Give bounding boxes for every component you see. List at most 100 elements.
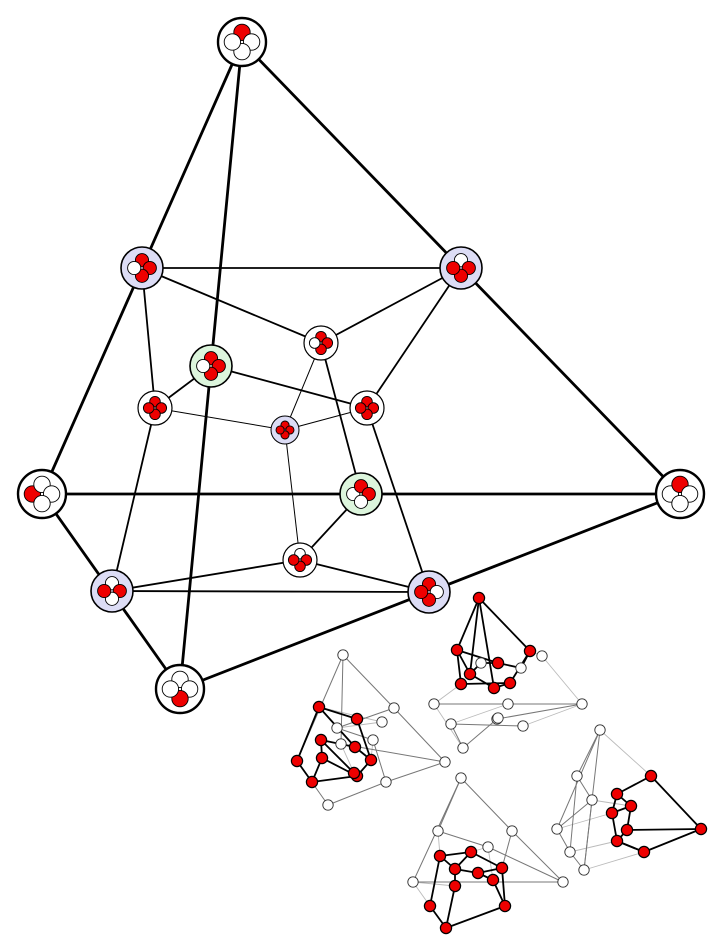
- sg-top-node-16: [502, 698, 514, 710]
- sg-bottom-bold-edge-0-1: [445, 905, 506, 929]
- sg-left-mid-edge-16-11: [372, 739, 387, 783]
- sg-bottom-mid-edge-15-11: [487, 846, 564, 883]
- node-LR-sub-3: [414, 584, 429, 600]
- node-UL: [120, 246, 164, 290]
- sg-right-bold-edge-0-1: [650, 775, 702, 830]
- node-B-ring: [154, 663, 206, 715]
- sg-bottom-node-7: [471, 866, 485, 880]
- sg-bottom-node-0: [439, 921, 453, 935]
- sg-left-node-10: [322, 799, 334, 811]
- sg-top-node-18: [492, 712, 504, 724]
- sg-right-node-13: [578, 864, 590, 876]
- main-edge-C-BM: [284, 429, 301, 561]
- sg-right-node-0: [644, 769, 658, 783]
- sg-left-node-6: [314, 733, 328, 747]
- node-T: [216, 16, 268, 68]
- sg-left-mid-edge-15-13: [336, 707, 395, 729]
- sg-right-node-1: [694, 822, 708, 836]
- node-LR-ring: [407, 570, 451, 614]
- node-TM-sub-3: [308, 337, 321, 349]
- main-edge-LL-LR: [111, 590, 430, 593]
- sg-bottom-mid-edge-14-15: [437, 830, 489, 848]
- sg-left-bold-edge-6-9: [320, 739, 355, 774]
- sg-top-node-13: [457, 742, 469, 754]
- main-edge-UL-TM: [141, 267, 322, 344]
- sg-left-node-16: [367, 734, 379, 746]
- node-C-ring: [270, 415, 300, 445]
- sg-top-node-5: [523, 644, 537, 658]
- sg-left-bold-edge-8-3: [356, 718, 372, 761]
- node-B: [154, 663, 206, 715]
- node-G1: [189, 344, 233, 388]
- sg-top-bold-edge-0-2: [469, 597, 480, 675]
- sg-bottom-node-15: [482, 841, 494, 853]
- sg-top-node-3: [487, 681, 501, 695]
- main-edge-ML-LL: [111, 407, 156, 592]
- node-MR: [349, 390, 385, 426]
- sg-bottom-mid-edge-11-12: [511, 830, 564, 883]
- main-edge-TM-G2: [320, 342, 362, 495]
- node-MR-ring: [349, 390, 385, 426]
- sg-left-node-7: [315, 751, 329, 765]
- main-edge-ML-C: [154, 407, 286, 431]
- sg-bottom-node-9: [448, 879, 462, 893]
- sg-right-faint-edge-12-3: [569, 840, 618, 853]
- node-MR-sub-3: [354, 402, 367, 414]
- sg-top-bold-edge-0-5: [478, 597, 531, 652]
- sg-right-faint-edge-10-7: [591, 799, 632, 807]
- sg-right-mid-edge-9-12: [569, 775, 578, 853]
- node-LL: [90, 569, 134, 613]
- sg-top-node-4: [503, 676, 517, 690]
- sg-top-node-6: [454, 677, 468, 691]
- sg-left-node-12: [439, 756, 451, 768]
- sg-bottom-node-8: [486, 873, 500, 887]
- sg-right-bold-edge-1-2: [643, 828, 702, 853]
- sg-right-bold-edge-6-1: [626, 828, 702, 831]
- sg-bottom-mid-edge-12-13: [460, 777, 513, 832]
- sg-bottom-node-3: [464, 845, 478, 859]
- sg-top-faint-edge-10-11: [541, 655, 583, 705]
- sg-bottom-node-13: [455, 772, 467, 784]
- small-graph-sg-right: [551, 724, 708, 876]
- sg-top-node-17: [517, 720, 529, 732]
- sg-top-mid-edge-11-12: [496, 703, 583, 720]
- sg-left-node-3: [364, 753, 378, 767]
- sg-top-node-0: [472, 591, 486, 605]
- sg-bottom-node-1: [498, 899, 512, 913]
- sg-right-mid-edge-10-13: [583, 799, 593, 871]
- main-edge-UR-TM: [320, 267, 462, 344]
- node-B-sub-3: [161, 680, 180, 698]
- small-graph-sg-left: [290, 649, 451, 811]
- sg-left-node-1: [305, 775, 319, 789]
- sg-bottom-node-11: [557, 876, 569, 888]
- sg-right-node-8: [594, 724, 606, 736]
- sg-top-bold-edge-0-1: [456, 597, 480, 651]
- sg-top-node-10: [536, 650, 548, 662]
- sg-top-node-1: [450, 643, 464, 657]
- sg-top-node-9: [515, 662, 527, 674]
- sg-left-node-5: [312, 700, 326, 714]
- sg-left-node-4: [348, 740, 362, 754]
- sg-right-node-6: [620, 823, 634, 837]
- sg-right-faint-edge-11-4: [556, 812, 613, 830]
- sg-bottom-node-6: [448, 862, 462, 876]
- sg-left-bold-edge-5-0: [296, 706, 320, 762]
- node-L: [16, 468, 68, 520]
- node-ML: [137, 390, 173, 426]
- sg-right-node-12: [564, 846, 576, 858]
- sg-right-bold-edge-5-0: [616, 775, 652, 795]
- node-L-ring: [16, 468, 68, 520]
- small-graph-sg-bottom: [407, 772, 569, 935]
- node-LL-ring: [90, 569, 134, 613]
- sg-top-node-8: [475, 657, 487, 669]
- sg-bottom-node-4: [433, 849, 447, 863]
- node-R-ring: [654, 468, 706, 520]
- sg-left-node-18: [376, 716, 388, 728]
- sg-right-faint-edge-13-2: [583, 851, 645, 871]
- sg-top-node-11: [576, 698, 588, 710]
- sg-left-node-17: [335, 738, 347, 750]
- node-UR: [439, 246, 483, 290]
- sg-left-node-13: [388, 702, 400, 714]
- sg-left-node-0: [290, 754, 304, 768]
